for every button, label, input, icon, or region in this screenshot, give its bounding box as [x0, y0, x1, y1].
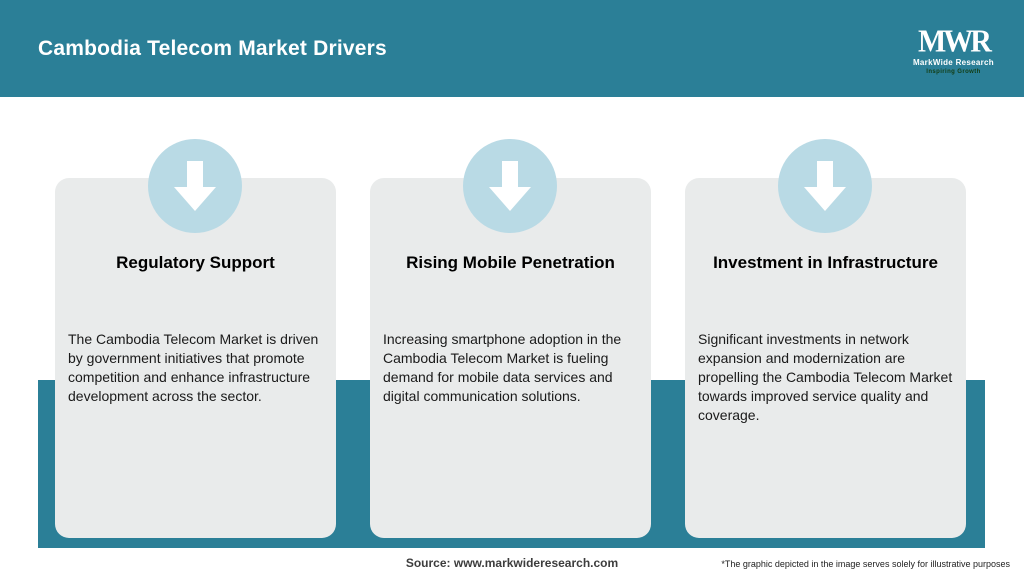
- driver-card-mobile-penetration: Rising Mobile Penetration Increasing sma…: [370, 178, 651, 538]
- page-title: Cambodia Telecom Market Drivers: [38, 36, 387, 60]
- card-title: Rising Mobile Penetration: [406, 253, 615, 272]
- card-title: Regulatory Support: [116, 253, 275, 272]
- card-body-text: Increasing smartphone adoption in the Ca…: [383, 331, 622, 404]
- down-arrow-badge: [463, 139, 557, 233]
- down-arrow-icon: [802, 159, 848, 213]
- logo-monogram: MWR: [917, 23, 992, 59]
- logo-name: MarkWide Research: [912, 57, 994, 67]
- down-arrow-icon: [172, 159, 218, 213]
- driver-card-infrastructure-investment: Investment in Infrastructure Significant…: [685, 178, 966, 538]
- card-body-text: Significant investments in network expan…: [698, 331, 953, 423]
- driver-card-regulatory-support: Regulatory Support The Cambodia Telecom …: [55, 178, 336, 538]
- logo-tagline: Inspiring Growth: [926, 68, 981, 75]
- down-arrow-icon: [487, 159, 533, 213]
- header-bar: Cambodia Telecom Market Drivers MWR Mark…: [0, 0, 1024, 97]
- markwide-logo: MWR MarkWide Research Inspiring Growth: [912, 23, 994, 75]
- disclaimer-text: *The graphic depicted in the image serve…: [721, 559, 1010, 569]
- down-arrow-badge: [778, 139, 872, 233]
- source-text: Source: www.markwideresearch.com: [405, 556, 619, 570]
- card-body-text: The Cambodia Telecom Market is driven by…: [68, 331, 319, 404]
- down-arrow-badge: [148, 139, 242, 233]
- card-title: Investment in Infrastructure: [713, 253, 938, 272]
